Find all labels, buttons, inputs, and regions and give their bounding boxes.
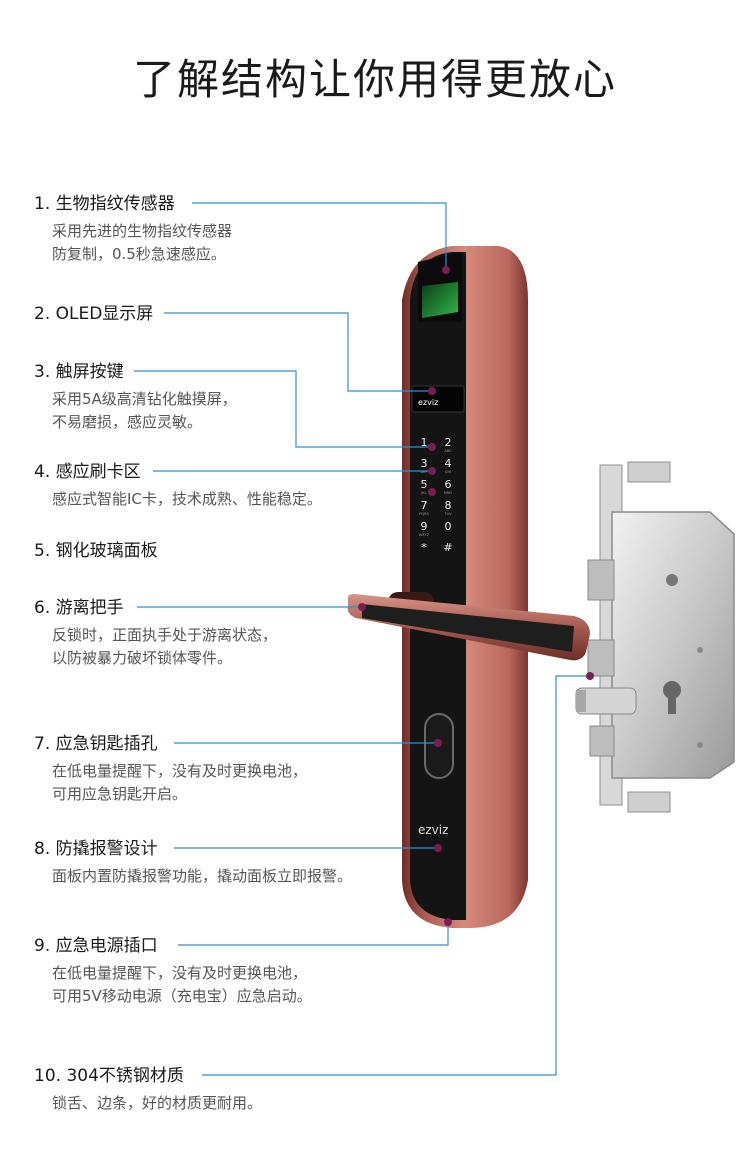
fingerprint-sensor [422, 282, 458, 318]
desc-line: 可用应急钥匙开启。 [52, 785, 188, 803]
feature-title: 7. 应急钥匙插孔 [34, 734, 158, 754]
keypad-key-letters: MNO [444, 491, 453, 495]
feature-anti-pry: 8. 防撬报警设计 面板内置防撬报警功能，撬动面板立即报警。 [34, 838, 352, 888]
desc-line: 防复制，0.5秒急速感应。 [52, 245, 226, 263]
keypad-key[interactable]: * [421, 541, 427, 554]
dot-handle [358, 603, 366, 611]
keypad-key-letters: DEF [421, 470, 428, 474]
feature-desc: 反锁时，正面执手处于游离状态， 以防被暴力破坏锁体零件。 [52, 624, 277, 670]
feature-oled: 2. OLED显示屏 [34, 303, 153, 325]
keypad-key-letters: JKL [420, 491, 426, 495]
feature-desc: 采用先进的生物指纹传感器 防复制，0.5秒急速感应。 [52, 220, 232, 266]
feature-title: 1. 生物指纹传感器 [34, 194, 175, 214]
feature-title: 4. 感应刷卡区 [34, 462, 141, 482]
feature-desc: 感应式智能IC卡，技术成熟、性能稳定。 [52, 488, 322, 511]
desc-line: 在低电量提醒下，没有及时更换电池， [52, 964, 308, 982]
feature-fingerprint: 1. 生物指纹传感器 采用先进的生物指纹传感器 防复制，0.5秒急速感应。 [34, 193, 232, 266]
page-title: 了解结构让你用得更放心 [132, 55, 617, 104]
keypad-key-letters: WXYZ [419, 533, 430, 537]
feature-desc: 在低电量提醒下，没有及时更换电池， 可用5V移动电源（充电宝）应急启动。 [52, 962, 312, 1008]
feature-stainless-steel: 10. 304不锈钢材质 锁舌、边条，好的材质更耐用。 [34, 1065, 262, 1115]
brand-logo: ezviz [418, 823, 448, 837]
feature-desc: 采用5A级高清钻化触摸屏， 不易磨损，感应灵敏。 [52, 388, 237, 434]
mortise-lock-body [575, 461, 735, 813]
keypad-key[interactable]: 8 [445, 499, 452, 512]
keypad-key[interactable]: 4 [445, 457, 452, 470]
feature-title: 9. 应急电源插口 [34, 936, 158, 956]
feature-card-reader: 4. 感应刷卡区 感应式智能IC卡，技术成熟、性能稳定。 [34, 461, 322, 511]
desc-line: 感应式智能IC卡，技术成熟、性能稳定。 [52, 490, 322, 508]
keypad-key[interactable]: 3 [421, 457, 428, 470]
free-handle [347, 592, 590, 661]
feature-emergency-key: 7. 应急钥匙插孔 在低电量提醒下，没有及时更换电池， 可用应急钥匙开启。 [34, 733, 307, 806]
feature-handle: 6. 游离把手 反锁时，正面执手处于游离状态， 以防被暴力破坏锁体零件。 [34, 597, 277, 670]
desc-line: 采用5A级高清钻化触摸屏， [52, 390, 237, 408]
feature-desc: 面板内置防撬报警功能，撬动面板立即报警。 [52, 865, 352, 888]
feature-title: 8. 防撬报警设计 [34, 839, 158, 859]
desc-line: 在低电量提醒下，没有及时更换电池， [52, 762, 308, 780]
feature-title: 2. OLED显示屏 [34, 304, 154, 324]
feature-title: 10. 304不锈钢材质 [34, 1066, 184, 1086]
keypad-key-letters: GHI [445, 470, 451, 474]
feature-title: 3. 触屏按键 [34, 362, 124, 382]
desc-line: 反锁时，正面执手处于游离状态， [52, 626, 278, 644]
keypad-key[interactable]: 2 [445, 436, 452, 449]
desc-line: 不易磨损，感应灵敏。 [52, 413, 203, 431]
dot-alarm [434, 844, 442, 852]
feature-desc: 锁舌、边条，好的材质更耐用。 [52, 1092, 262, 1115]
keypad-key[interactable]: 6 [445, 478, 452, 491]
keypad-key[interactable]: 9 [421, 520, 428, 533]
dot-glass [428, 488, 436, 496]
keypad-key[interactable]: 7 [421, 499, 428, 512]
feature-glass-panel: 5. 钢化玻璃面板 [34, 540, 158, 562]
keypad-key-letters: ABC [444, 449, 452, 453]
keypad-key[interactable]: 0 [445, 520, 452, 533]
keypad-key-letters: TUV [443, 512, 452, 516]
dot-card [428, 467, 436, 475]
feature-title: 6. 游离把手 [34, 598, 124, 618]
keypad-key[interactable]: 5 [421, 478, 428, 491]
dot-steel [586, 672, 594, 680]
desc-line: 锁舌、边条，好的材质更耐用。 [52, 1094, 263, 1112]
feature-desc: 在低电量提醒下，没有及时更换电池， 可用应急钥匙开启。 [52, 760, 307, 806]
desc-line: 以防被暴力破坏锁体零件。 [52, 649, 233, 667]
keypad-key-letters: PQRS [419, 512, 429, 516]
oled-display [411, 385, 465, 413]
feature-touch-keys: 3. 触屏按键 采用5A级高清钻化触摸屏， 不易磨损，感应灵敏。 [34, 361, 237, 434]
desc-line: 面板内置防撬报警功能，撬动面板立即报警。 [52, 867, 353, 885]
dot-keypad [428, 443, 436, 451]
dot-fingerprint [442, 266, 450, 274]
oled-logo: ezviz [418, 398, 438, 407]
keypad-key[interactable]: 1 [421, 436, 428, 449]
desc-line: 可用5V移动电源（充电宝）应急启动。 [52, 987, 312, 1005]
keypad-key[interactable]: # [443, 541, 452, 554]
dot-oled [428, 387, 436, 395]
feature-title: 5. 钢化玻璃面板 [34, 541, 158, 561]
dot-key [434, 739, 442, 747]
dot-power [444, 918, 452, 926]
desc-line: 采用先进的生物指纹传感器 [52, 222, 233, 240]
feature-emergency-power: 9. 应急电源插口 在低电量提醒下，没有及时更换电池， 可用5V移动电源（充电宝… [34, 935, 312, 1008]
